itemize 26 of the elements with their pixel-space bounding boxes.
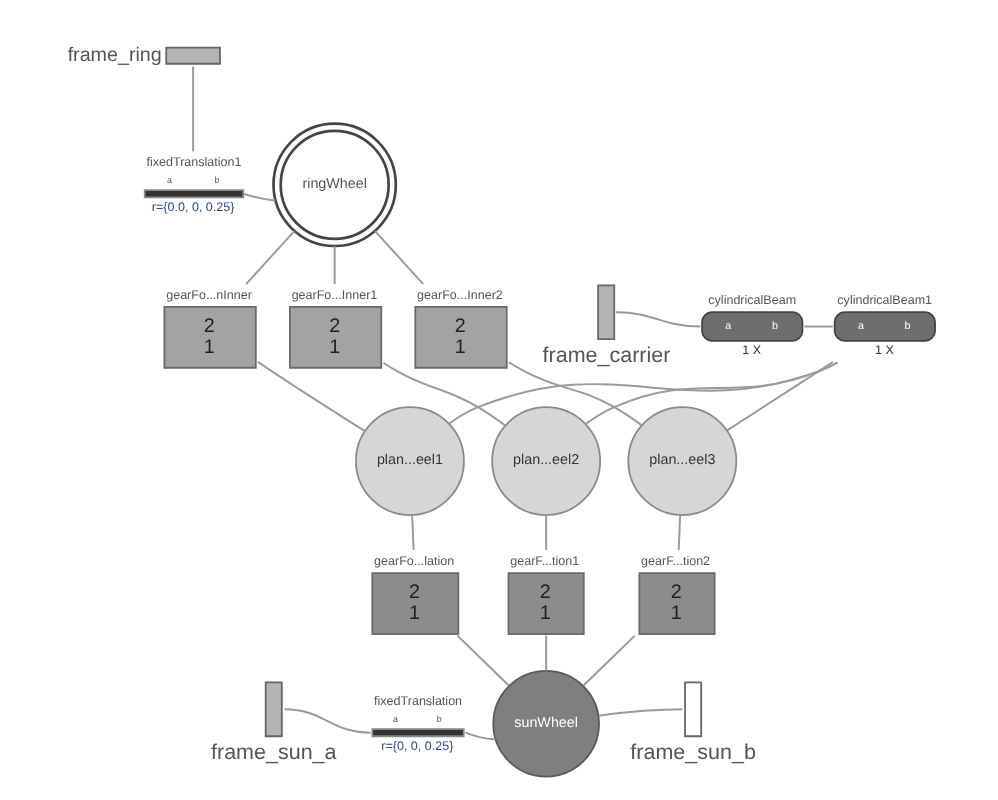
node-label: frame_sun_a — [210, 740, 336, 765]
connector — [725, 361, 833, 432]
connector — [447, 361, 838, 425]
node-label: frame_ring — [66, 44, 161, 67]
connector — [255, 360, 365, 433]
connector — [455, 634, 509, 687]
connector — [614, 311, 701, 328]
connector — [191, 65, 194, 153]
connector — [332, 245, 335, 286]
connector — [463, 731, 496, 741]
node-label: frame_carrier — [541, 343, 670, 368]
connector — [802, 325, 833, 328]
connector — [282, 708, 371, 734]
node-label: frame_sun_b — [629, 740, 755, 765]
connector — [381, 362, 506, 427]
connector — [596, 708, 683, 717]
connector — [242, 192, 276, 202]
connector — [581, 634, 635, 687]
connector — [244, 230, 295, 286]
connector — [544, 634, 547, 672]
connector — [583, 361, 837, 425]
connector — [373, 230, 424, 286]
connector — [676, 514, 681, 551]
connector — [544, 514, 547, 551]
connector — [506, 361, 642, 427]
connector — [410, 514, 414, 551]
